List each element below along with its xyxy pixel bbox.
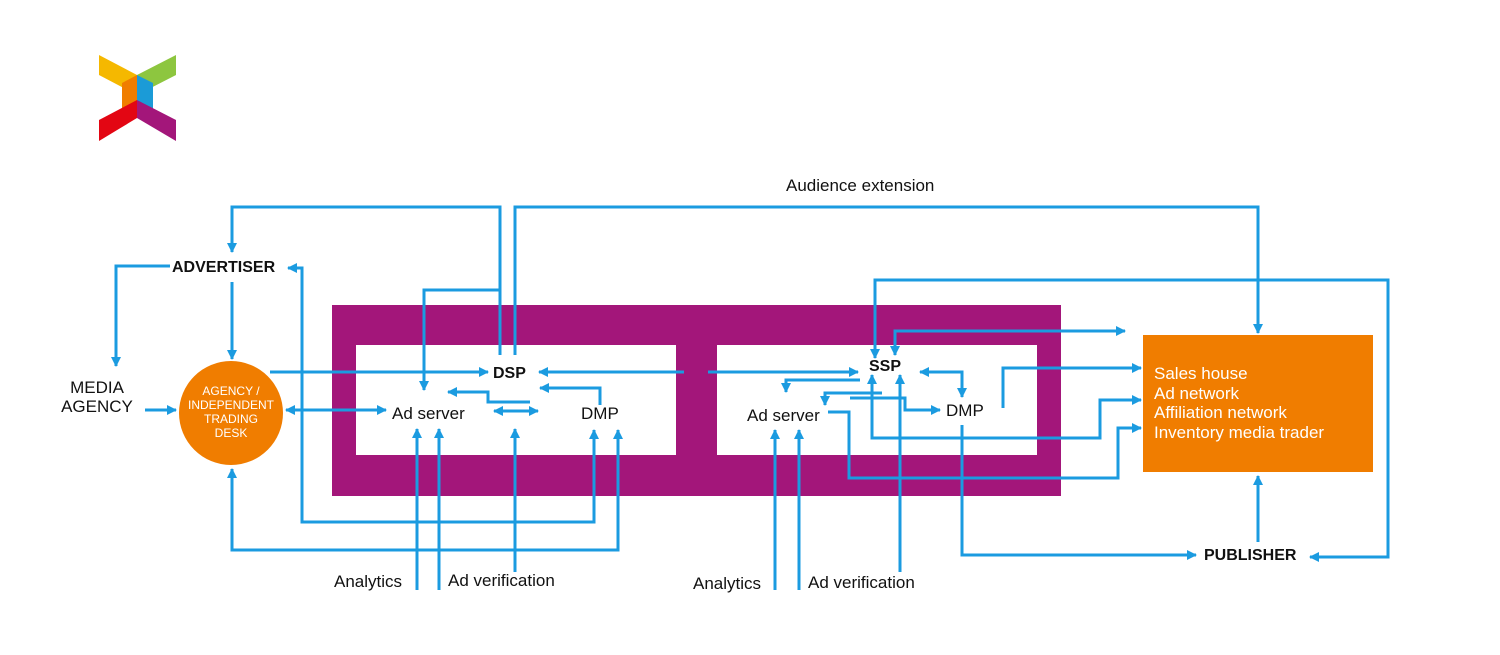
arrow-ad-server-ssp-mid — [820, 391, 882, 406]
arrow-advertiser-to-media-agency — [111, 264, 170, 367]
seller-line-ad-network: Ad network — [1154, 383, 1240, 403]
logo — [99, 55, 176, 141]
agency-line-4: DESK — [214, 426, 248, 440]
media-agency-label: MEDIA AGENCY — [56, 378, 138, 416]
ssp-ad-server-label: Ad server — [747, 406, 820, 425]
dsp-dmp-label: DMP — [581, 404, 619, 423]
analytics-right-label: Analytics — [693, 574, 762, 593]
analytics-left-label: Analytics — [334, 572, 403, 591]
arrow-ad-server-to-seller — [828, 410, 1142, 480]
arrow-dmp-to-advertiser — [287, 263, 599, 524]
seller-box-labels: Sales house Ad network Affiliation netwo… — [1154, 364, 1324, 442]
media-agency-line-1: MEDIA — [70, 378, 124, 397]
ssp-label: SSP — [869, 358, 902, 375]
arrow-ssp-to-seller — [867, 374, 1142, 440]
logo-purple-wing — [137, 100, 176, 141]
arrow-dmp-to-publisher — [960, 425, 1197, 560]
agency-line-3: TRADING — [204, 412, 258, 426]
agency-circle-label: AGENCY / INDEPENDENT TRADING DESK — [179, 384, 283, 440]
arrow-publisher-to-ssp — [870, 278, 1390, 562]
seller-line-inventory-media-trader: Inventory media trader — [1154, 422, 1325, 442]
publisher-label: PUBLISHER — [1204, 547, 1297, 564]
logo-red-wing — [99, 100, 137, 141]
arrow-dmp-to-agency — [227, 429, 623, 552]
agency-line-1: AGENCY / — [202, 384, 260, 398]
arrow-dmp-to-seller — [1001, 363, 1142, 408]
ad-verification-right-label: Ad verification — [808, 573, 915, 592]
audience-extension-label: Audience extension — [786, 176, 935, 195]
ssp-dmp-label: DMP — [946, 401, 984, 420]
dsp-label: DSP — [493, 365, 526, 382]
seller-line-sales-house: Sales house — [1154, 364, 1248, 383]
advertiser-label: ADVERTISER — [172, 259, 276, 276]
dsp-ad-server-label: Ad server — [392, 404, 465, 423]
agency-line-2: INDEPENDENT — [187, 398, 274, 412]
media-agency-line-2: AGENCY — [61, 397, 133, 416]
seller-line-affiliation-network: Affiliation network — [1154, 403, 1287, 422]
ad-verification-left-label: Ad verification — [448, 571, 555, 590]
arrow-ad-server-ssp-top — [781, 378, 860, 393]
arrow-ssp-to-seller-top — [890, 326, 1126, 356]
